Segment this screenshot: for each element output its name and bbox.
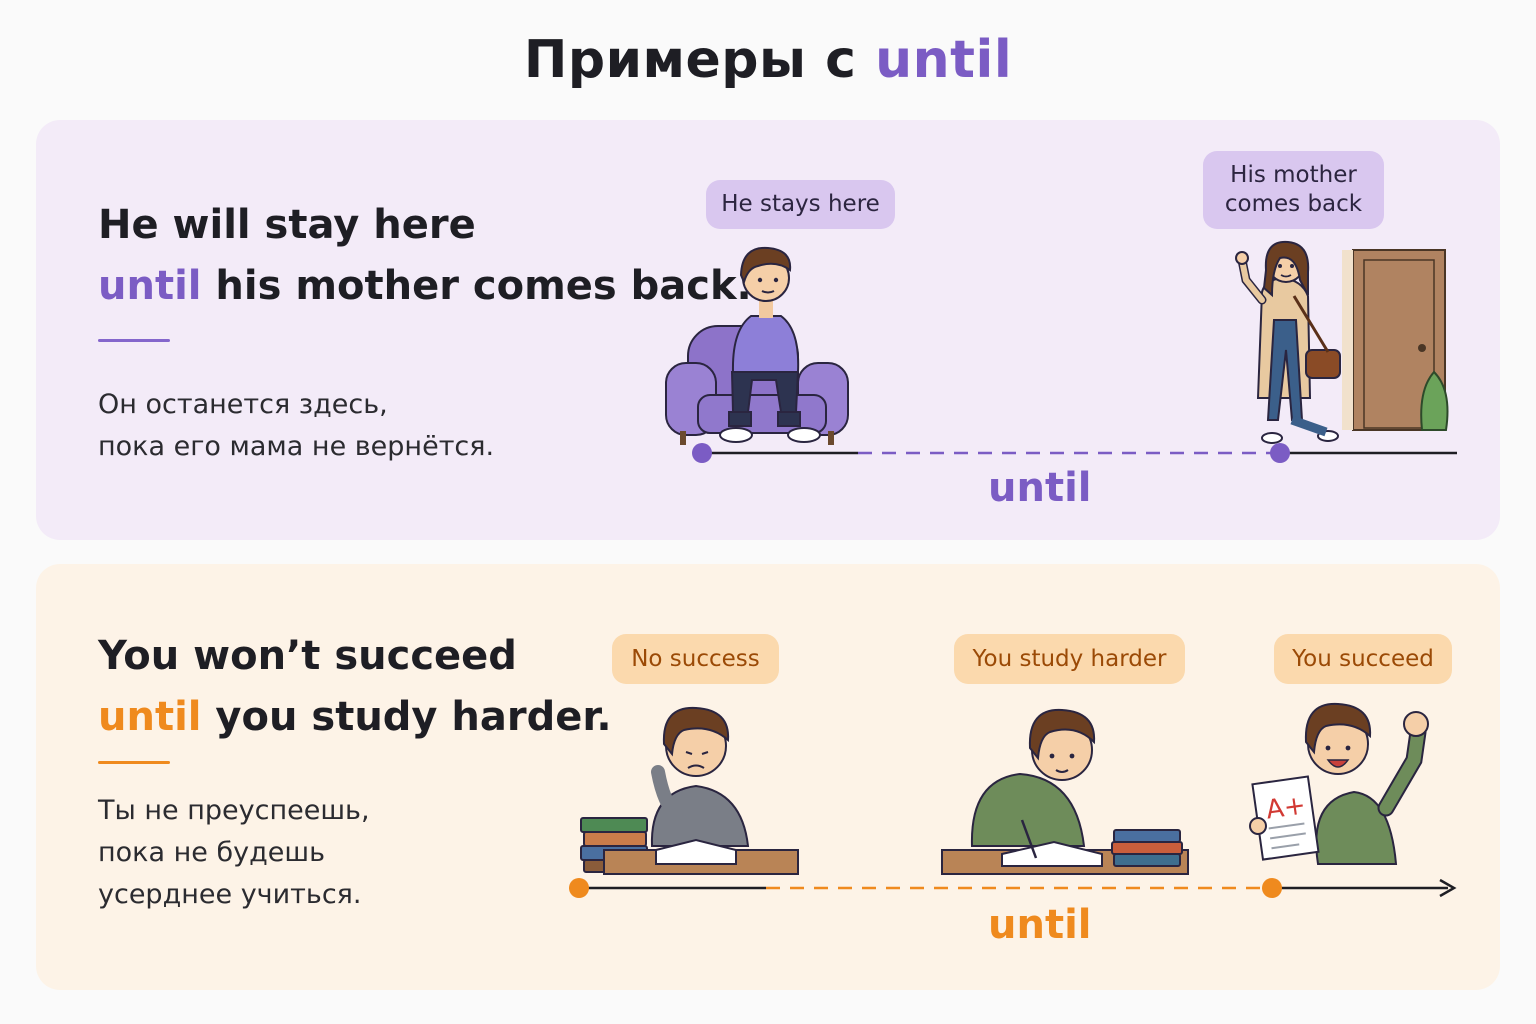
plant-icon [1420, 370, 1449, 431]
translation-line-2: пока не будешь [98, 837, 325, 868]
example-sentence: You won’t succeed until you study harder… [98, 626, 612, 748]
sentence-line-1: You won’t succeed [98, 633, 517, 679]
studying-boy-icon [941, 708, 1189, 875]
happy-boy-icon: A+ [1249, 702, 1429, 865]
timeline-until-label: until [988, 465, 1092, 511]
label-you-succeed: You succeed [1274, 634, 1452, 684]
example-card-stay: He will stay here until his mother comes… [36, 120, 1500, 540]
arrow-right-icon [1439, 878, 1457, 898]
label-you-study-harder: You study harder [954, 634, 1185, 684]
grade-text: A+ [1264, 790, 1307, 825]
sentence-keyword: until [98, 263, 202, 309]
example-card-succeed: You won’t succeed until you study harder… [36, 564, 1500, 990]
accent-divider [98, 761, 170, 764]
timeline-until-label: until [988, 902, 1092, 948]
scene-illustration [665, 240, 1457, 463]
translation-line-2: пока его мама не вернётся. [98, 431, 495, 462]
translation-text: Он останется здесь, пока его мама не вер… [98, 384, 494, 468]
label-he-stays-here: He stays here [706, 180, 895, 229]
label-line-1: His mother [1230, 162, 1357, 188]
label-line-2: comes back [1224, 191, 1363, 217]
label-mother-comes-back: His mother comes back [1203, 151, 1384, 229]
title-keyword: until [875, 30, 1013, 90]
sentence-keyword: until [98, 694, 202, 740]
accent-divider [98, 339, 170, 342]
sad-boy-icon [580, 706, 799, 875]
timeline [569, 878, 1457, 898]
label-no-success: No success [612, 634, 779, 684]
sentence-line-1: He will stay here [98, 202, 476, 248]
mother-icon [1235, 240, 1341, 444]
translation-text: Ты не преуспеешь, пока не будешь усердне… [98, 790, 370, 916]
sentence-line-2: until his mother comes back. [98, 256, 752, 317]
timeline [692, 443, 1457, 463]
scene-illustration: A+ [569, 702, 1457, 898]
timeline-start-dot [692, 443, 712, 463]
page-title: Примеры с until [0, 30, 1536, 90]
example-sentence: He will stay here until his mother comes… [98, 195, 752, 317]
timeline-start-dot [569, 878, 589, 898]
translation-line-1: Ты не преуспеешь, [98, 795, 370, 826]
timeline-end-dot [1270, 443, 1290, 463]
translation-line-3: усерднее учиться. [98, 879, 362, 910]
title-prefix: Примеры с [523, 30, 876, 90]
translation-line-1: Он останется здесь, [98, 389, 388, 420]
sentence-rest: his mother comes back. [201, 263, 752, 309]
test-paper-icon: A+ [1251, 775, 1320, 861]
timeline-end-dot [1262, 878, 1282, 898]
sitting-boy-icon [719, 246, 821, 443]
sentence-line-2: until you study harder. [98, 687, 612, 748]
sentence-rest: you study harder. [201, 694, 612, 740]
